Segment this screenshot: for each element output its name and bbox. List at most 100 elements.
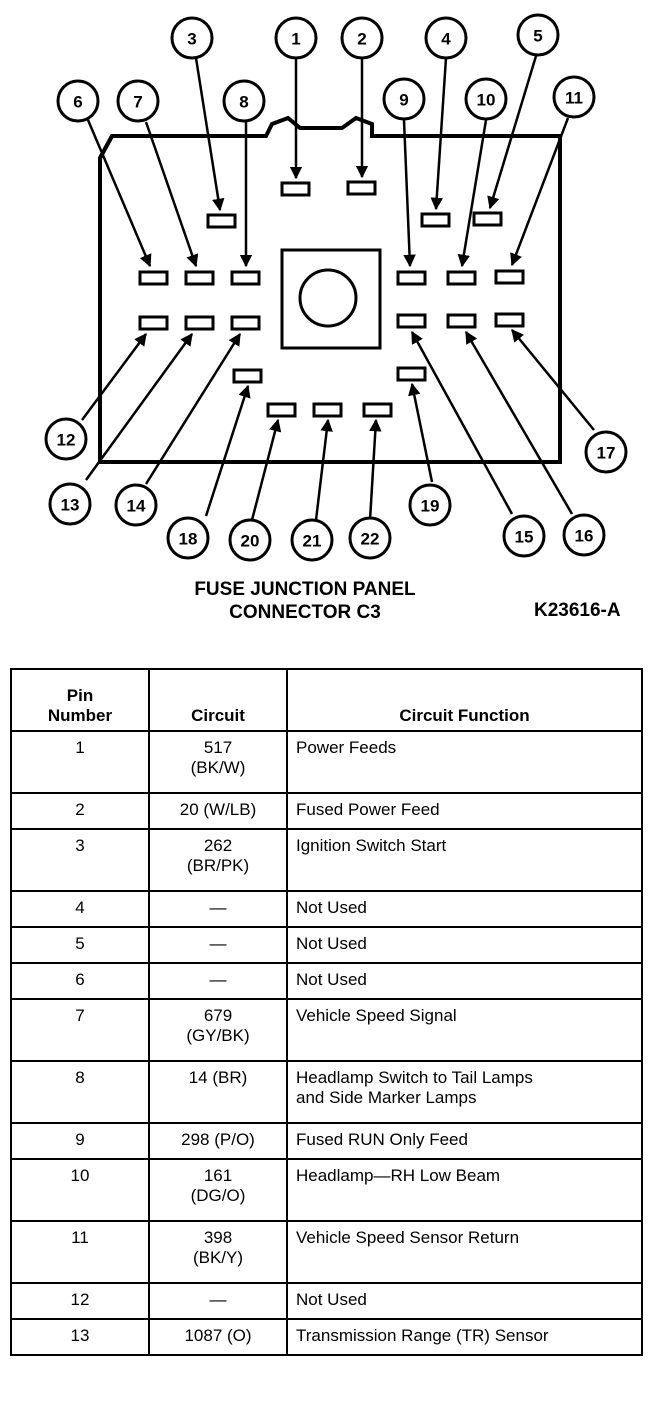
callout-12 xyxy=(44,417,88,461)
function-cell: Headlamp Switch to Tail Lamps and Side M… xyxy=(286,1060,643,1124)
callout-label-1: 1 xyxy=(291,30,300,49)
table-row: 5—Not Used xyxy=(10,926,643,964)
callout-8 xyxy=(222,79,266,123)
slot-13 xyxy=(184,315,215,331)
function-cell: Not Used xyxy=(286,962,643,1000)
callout-11 xyxy=(552,75,596,119)
figure-id: K23616-A xyxy=(534,600,621,621)
slot-6 xyxy=(138,270,169,286)
circuit-cell: — xyxy=(148,926,288,964)
function-cell: Not Used xyxy=(286,926,643,964)
function-cell: Headlamp—RH Low Beam xyxy=(286,1158,643,1222)
callout-label-7: 7 xyxy=(133,93,142,112)
callout-label-13: 13 xyxy=(61,496,80,515)
callout-18 xyxy=(166,516,210,560)
slot-20 xyxy=(266,402,297,418)
callout-label-10: 10 xyxy=(477,91,496,110)
circuit-cell: 398 (BK/Y) xyxy=(148,1220,288,1284)
callout-15 xyxy=(502,514,546,558)
callout-20 xyxy=(228,518,272,562)
pin-cell: 4 xyxy=(10,890,150,928)
callout-label-16: 16 xyxy=(575,527,594,546)
callout-21 xyxy=(290,518,334,562)
pin-cell: 6 xyxy=(10,962,150,1000)
callout-label-15: 15 xyxy=(515,528,534,547)
callout-label-22: 22 xyxy=(361,530,380,549)
callout-label-20: 20 xyxy=(241,532,260,551)
caption-line-1: FUSE JUNCTION PANEL xyxy=(194,579,416,600)
callout-13 xyxy=(48,482,92,526)
pin-cell: 9 xyxy=(10,1122,150,1160)
header-circuit-function: Circuit Function xyxy=(286,668,643,732)
caption-line-2: CONNECTOR C3 xyxy=(229,602,381,623)
table-row: 4—Not Used xyxy=(10,890,643,928)
callout-label-2: 2 xyxy=(357,30,366,49)
circuit-cell: 14 (BR) xyxy=(148,1060,288,1124)
circuit-cell: — xyxy=(148,890,288,928)
circuit-cell: 262 (BR/PK) xyxy=(148,828,288,892)
callout-4 xyxy=(424,16,468,60)
function-cell: Transmission Range (TR) Sensor xyxy=(286,1318,643,1356)
pin-cell: 8 xyxy=(10,1060,150,1124)
callout-label-11: 11 xyxy=(565,89,583,108)
slot-22 xyxy=(362,402,393,418)
slot-17 xyxy=(494,312,525,328)
callout-label-21: 21 xyxy=(303,532,322,551)
callout-6 xyxy=(56,79,100,123)
header-circuit: Circuit xyxy=(148,668,288,732)
callout-3 xyxy=(170,16,214,60)
callout-label-18: 18 xyxy=(179,530,198,549)
pin-cell: 3 xyxy=(10,828,150,892)
pin-cell: 13 xyxy=(10,1318,150,1356)
callout-label-8: 8 xyxy=(239,93,248,112)
callout-16 xyxy=(562,513,606,557)
callout-label-3: 3 xyxy=(187,30,196,49)
slot-15 xyxy=(396,313,427,329)
callout-5 xyxy=(516,13,560,57)
pin-cell: 11 xyxy=(10,1220,150,1284)
pin-cell: 5 xyxy=(10,926,150,964)
connector-diagram: 1 2 3 4 5 6 7 8 9 10 11 12 13 14 15 16 1… xyxy=(44,13,628,562)
slot-10 xyxy=(446,270,477,286)
circuit-cell: 517 (BK/W) xyxy=(148,730,288,794)
slot-21 xyxy=(312,402,343,418)
callout-label-12: 12 xyxy=(57,431,76,450)
function-cell: Fused RUN Only Feed xyxy=(286,1122,643,1160)
header-pin-number: Pin Number xyxy=(10,668,150,732)
pin-cell: 10 xyxy=(10,1158,150,1222)
slot-7 xyxy=(184,270,215,286)
function-cell: Vehicle Speed Signal xyxy=(286,998,643,1062)
callout-2 xyxy=(340,16,384,60)
circuit-cell: 298 (P/O) xyxy=(148,1122,288,1160)
terminal-slots xyxy=(138,180,525,418)
callout-label-5: 5 xyxy=(533,27,542,46)
circuit-cell: 161 (DG/O) xyxy=(148,1158,288,1222)
table-row: 12—Not Used xyxy=(10,1282,643,1320)
circuit-cell: 1087 (O) xyxy=(148,1318,288,1356)
callout-22 xyxy=(348,516,392,560)
slot-4 xyxy=(420,212,451,228)
leader-lines xyxy=(80,55,595,521)
slot-16 xyxy=(446,313,477,329)
callout-label-6: 6 xyxy=(73,93,82,112)
connector-housing xyxy=(98,115,562,464)
callout-label-17: 17 xyxy=(597,444,616,463)
slot-5 xyxy=(472,211,503,227)
figure-caption: FUSE JUNCTION PANEL CONNECTOR C3 xyxy=(150,578,460,624)
slot-11 xyxy=(494,269,525,285)
slot-12 xyxy=(138,315,169,331)
slot-19 xyxy=(396,366,427,382)
slot-1 xyxy=(280,181,311,197)
pin-cell: 2 xyxy=(10,792,150,830)
pin-cell: 1 xyxy=(10,730,150,794)
center-hole xyxy=(298,268,358,328)
callout-1 xyxy=(274,16,318,60)
callout-label-4: 4 xyxy=(441,30,451,49)
slot-18 xyxy=(232,368,263,384)
